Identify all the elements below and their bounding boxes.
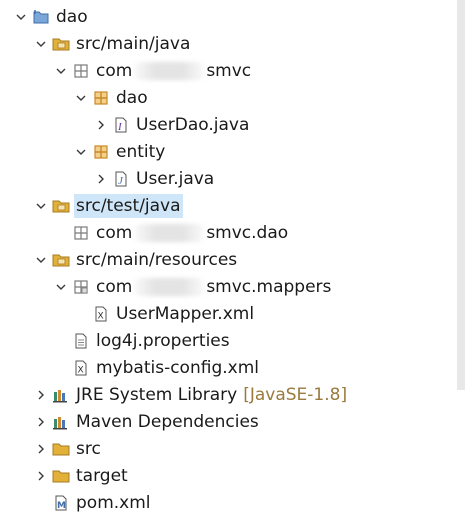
tree-item[interactable]: src <box>0 436 457 462</box>
tree-item[interactable]: src/test/java <box>0 193 457 219</box>
java-file-icon: J <box>112 170 130 188</box>
tree-item-label: User.java <box>136 169 215 189</box>
tree-item[interactable]: src/main/java <box>0 31 457 57</box>
tree-item[interactable]: target <box>0 463 457 489</box>
tree-item-label: com smvc.dao <box>94 221 290 245</box>
chevron-right-icon[interactable] <box>34 442 48 456</box>
chevron-down-icon[interactable] <box>74 91 88 105</box>
redacted-blur <box>134 278 205 296</box>
maven-pom-icon: M <box>52 494 70 512</box>
chevron-right-icon[interactable] <box>34 415 48 429</box>
tree-item[interactable]: entity <box>0 139 457 165</box>
library-icon <box>52 413 70 431</box>
library-icon <box>52 386 70 404</box>
redacted-blur <box>134 62 205 80</box>
label-suffix: smvc.dao <box>206 223 289 243</box>
label-prefix: com <box>96 61 133 81</box>
tree-item[interactable]: src/main/resources <box>0 247 457 273</box>
tree-item-label: log4j.properties <box>96 331 230 351</box>
chevron-down-icon[interactable] <box>14 10 28 24</box>
tree-item-label: Maven Dependencies <box>76 412 259 432</box>
toggle-spacer <box>54 334 68 348</box>
tree-item-label: com smvc <box>94 59 253 83</box>
tree-item-label: pom.xml <box>76 493 151 513</box>
tree-item-label: mybatis-config.xml <box>96 358 259 378</box>
tree-item-label: UserDao.java <box>136 115 250 135</box>
package-icon <box>72 224 90 242</box>
chevron-down-icon[interactable] <box>74 145 88 159</box>
package-icon-filled <box>92 89 110 107</box>
toggle-spacer <box>54 361 68 375</box>
toggle-spacer <box>54 226 68 240</box>
package-icon <box>72 62 90 80</box>
tree-item-label: src/test/java <box>74 194 183 218</box>
toggle-spacer <box>74 307 88 321</box>
tree-item[interactable]: J User.java <box>0 166 457 192</box>
tree-item-label: target <box>76 466 128 486</box>
tree-item[interactable]: com smvc.mappers <box>0 274 457 300</box>
chevron-right-icon[interactable] <box>34 388 48 402</box>
tree-item[interactable]: dao <box>0 4 457 30</box>
chevron-down-icon[interactable] <box>34 253 48 267</box>
chevron-right-icon[interactable] <box>34 469 48 483</box>
chevron-right-icon[interactable] <box>94 118 108 132</box>
svg-text:X: X <box>98 312 104 322</box>
tree-item[interactable]: dao <box>0 85 457 111</box>
folder-icon <box>52 467 70 485</box>
source-folder-icon <box>52 251 70 269</box>
project-icon <box>32 8 50 26</box>
tree-item-label: src <box>76 439 101 459</box>
tree-item[interactable]: com smvc <box>0 58 457 84</box>
library-version-decoration: [JavaSE-1.8] <box>243 385 348 405</box>
svg-text:X: X <box>78 366 84 376</box>
svg-text:J: J <box>118 175 124 187</box>
label-prefix: com <box>96 223 133 243</box>
label-suffix: smvc <box>206 61 252 81</box>
source-folder-icon <box>52 197 70 215</box>
chevron-down-icon[interactable] <box>54 280 68 294</box>
xml-file-icon: X <box>92 305 110 323</box>
source-folder-icon <box>52 35 70 53</box>
chevron-down-icon[interactable] <box>34 37 48 51</box>
tree-item-label: dao <box>116 88 148 108</box>
package-icon-filled <box>92 143 110 161</box>
tree-item[interactable]: X UserMapper.xml <box>0 301 457 327</box>
chevron-down-icon[interactable] <box>34 199 48 213</box>
redacted-blur <box>134 224 205 242</box>
toggle-spacer <box>34 496 48 510</box>
package-icon-alt <box>72 278 90 296</box>
chevron-down-icon[interactable] <box>54 64 68 78</box>
tree-item-label: com smvc.mappers <box>94 275 333 299</box>
folder-icon <box>52 440 70 458</box>
java-interface-icon: I <box>112 116 130 134</box>
svg-text:I: I <box>117 121 123 133</box>
svg-text:M: M <box>57 501 66 511</box>
tree-item[interactable]: log4j.properties <box>0 328 457 354</box>
tree-item-label: entity <box>116 142 166 162</box>
tree-item[interactable]: com smvc.dao <box>0 220 457 246</box>
tree-item[interactable]: JRE System Library[JavaSE-1.8] <box>0 382 457 408</box>
tree-item-label: UserMapper.xml <box>116 304 255 324</box>
tree-item[interactable]: Maven Dependencies <box>0 409 457 435</box>
tree-item-label: src/main/resources <box>76 250 238 270</box>
xml-file-icon: X <box>72 359 90 377</box>
tree-item-label: JRE System Library <box>76 385 238 405</box>
label-prefix: com <box>96 277 133 297</box>
vertical-scrollbar[interactable] <box>457 0 465 390</box>
tree-item[interactable]: I UserDao.java <box>0 112 457 138</box>
tree-item-label: dao <box>56 7 88 27</box>
properties-file-icon <box>72 332 90 350</box>
label-suffix: smvc.mappers <box>206 277 332 297</box>
tree-item-label: src/main/java <box>76 34 191 54</box>
chevron-right-icon[interactable] <box>94 172 108 186</box>
